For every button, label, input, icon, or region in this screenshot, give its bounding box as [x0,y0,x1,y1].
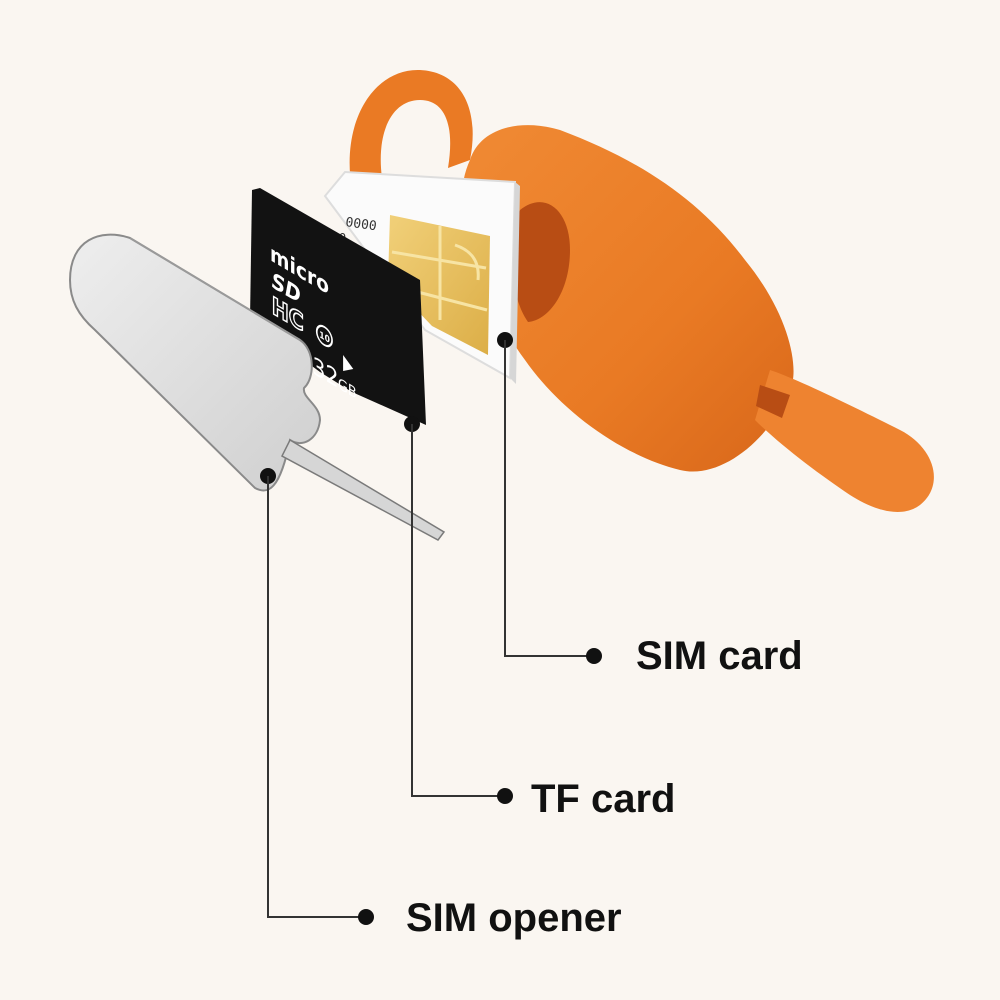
leader-sim-card [497,332,602,664]
leader-sim-card-end-dot [586,648,602,664]
sim-card-number-line1: 0000 [344,215,377,234]
leader-sim-opener [260,468,374,925]
sim-card: 0000 0125 [314,170,520,384]
sim-opener-edge [129,237,301,341]
sim-opener-head [68,233,322,492]
holder-tail-notch [756,385,790,418]
microsd-card-notch [332,384,358,404]
holder-opening [511,202,570,322]
leader-tf-card [404,416,513,804]
callout-label-sim-card: SIM card [636,634,803,678]
callout-leaders [260,332,602,925]
leader-tf-card-end-dot [497,788,513,804]
holder-ring [349,69,473,190]
sim-card-edge [510,182,520,384]
callout-label-sim-opener: SIM opener [406,896,622,940]
microsd-card: micro SD HC 10 32 GB [250,188,426,425]
microsd-class-text: 10 [319,330,330,346]
sim-opener-pin [281,438,446,541]
holder-tail [755,370,934,512]
microsd-card-body [250,188,426,425]
callout-label-tf-card: TF card [531,777,676,821]
microsd-arrow-icon [343,355,354,371]
microsd-class-icon [315,324,333,348]
leader-sim-opener-end-dot [358,909,374,925]
sim-opener [68,233,446,541]
sim-chip [388,215,490,355]
